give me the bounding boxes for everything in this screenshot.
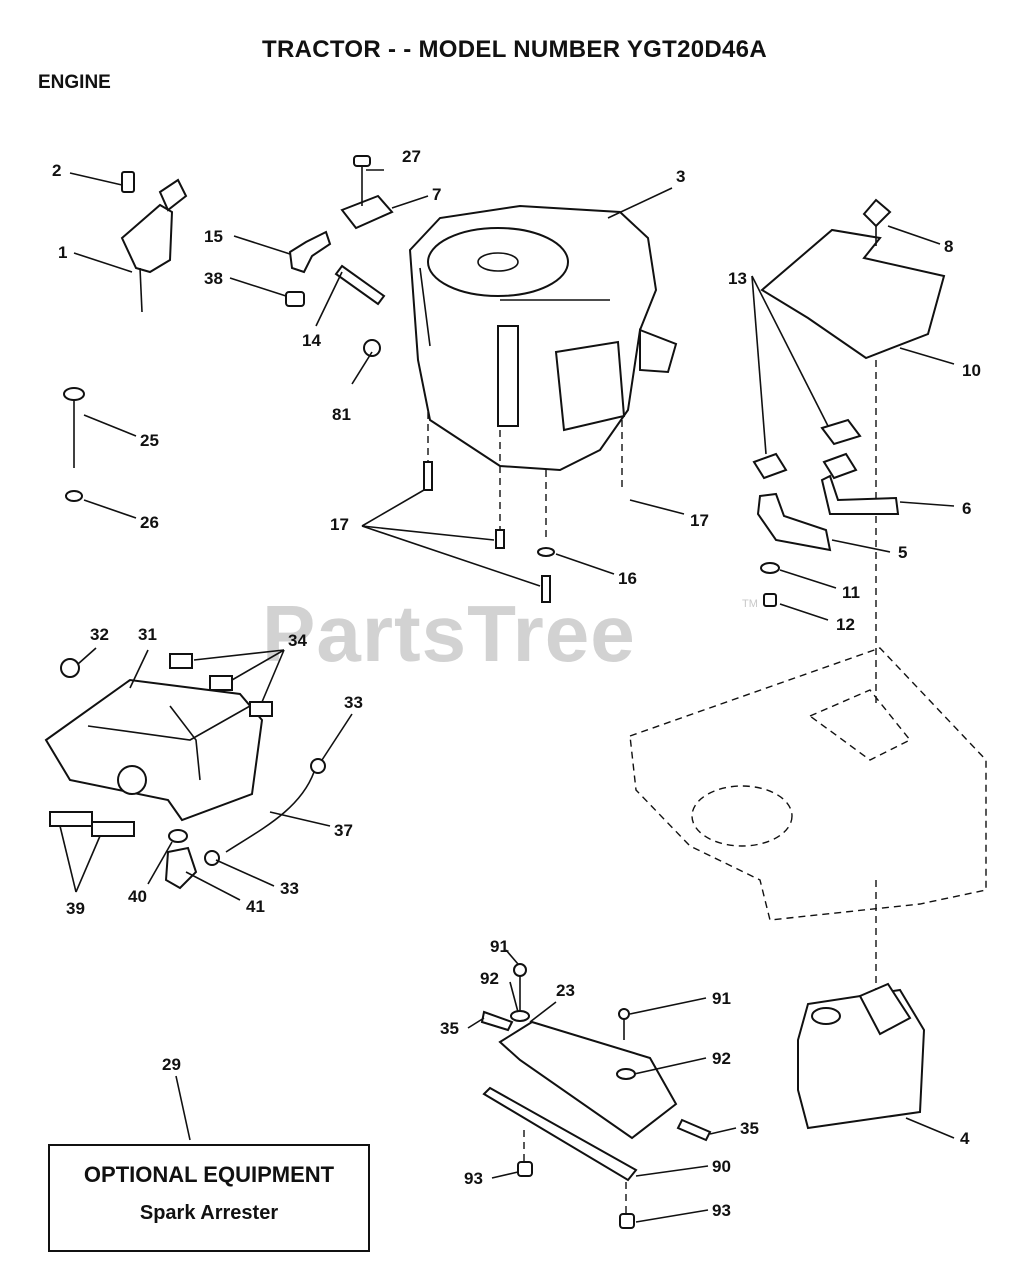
- callout-93-left: 93: [464, 1169, 483, 1188]
- callout-35-left: 35: [440, 1019, 459, 1038]
- callout-12: 12: [836, 615, 855, 634]
- callout-17-right: 17: [690, 511, 709, 530]
- callout-41: 41: [246, 897, 265, 916]
- callout-33-top: 33: [344, 693, 363, 712]
- callout-8: 8: [944, 237, 953, 256]
- callout-14: 14: [302, 331, 321, 350]
- callout-7: 7: [432, 185, 441, 204]
- callout-32: 32: [90, 625, 109, 644]
- callout-3: 3: [676, 167, 685, 186]
- callout-91-right: 91: [712, 989, 731, 1008]
- callout-33-bottom: 33: [280, 879, 299, 898]
- callout-23: 23: [556, 981, 575, 1000]
- callout-13: 13: [728, 269, 747, 288]
- throttle-control-part[interactable]: [120, 171, 188, 313]
- callout-40: 40: [128, 887, 147, 906]
- callout-37: 37: [334, 821, 353, 840]
- callout-1: 1: [58, 243, 67, 262]
- callout-10: 10: [962, 361, 981, 380]
- callout-31: 31: [138, 625, 157, 644]
- spark-arrester-label[interactable]: Spark Arrester: [139, 1202, 279, 1224]
- diagram-title: TRACTOR - - MODEL NUMBER YGT20D46A: [262, 36, 767, 63]
- callout-11: 11: [842, 583, 860, 602]
- callout-29: 29: [162, 1055, 181, 1074]
- deflector-plate-part[interactable]: [760, 198, 946, 706]
- dipstick-part[interactable]: [63, 387, 85, 502]
- callout-90: 90: [712, 1157, 731, 1176]
- callout-6: 6: [962, 499, 971, 518]
- engine-part[interactable]: [408, 204, 678, 472]
- callout-39: 39: [66, 899, 85, 918]
- skid-plate-part[interactable]: [480, 963, 712, 1229]
- optional-equipment-title: OPTIONAL EQUIPMENT: [83, 1162, 335, 1187]
- callout-81: 81: [332, 405, 351, 424]
- callout-27: 27: [402, 147, 421, 166]
- fuel-fittings-part[interactable]: [285, 155, 394, 357]
- callout-5: 5: [898, 543, 907, 562]
- watermark-tm: TM: [742, 598, 758, 610]
- callout-34: 34: [288, 631, 307, 650]
- callout-16: 16: [618, 569, 637, 588]
- callout-2: 2: [52, 161, 61, 180]
- exhaust-pipes-part[interactable]: [752, 418, 900, 607]
- callout-35-right: 35: [740, 1119, 759, 1138]
- callout-26: 26: [140, 513, 159, 532]
- callout-38: 38: [204, 269, 223, 288]
- callout-15: 15: [204, 227, 223, 246]
- optional-equipment-box: OPTIONAL EQUIPMENT Spark Arrester: [48, 1144, 370, 1252]
- callout-92-right: 92: [712, 1049, 731, 1068]
- callout-17-left: 17: [330, 515, 349, 534]
- callout-92-left: 92: [480, 969, 499, 988]
- callout-91-top: 91: [490, 937, 509, 956]
- air-filter-assembly-part[interactable]: [44, 653, 326, 890]
- callout-25: 25: [140, 431, 159, 450]
- watermark-brand: PartsTree: [262, 589, 636, 678]
- tractor-frame-reference: [629, 647, 987, 921]
- callout-4: 4: [960, 1129, 970, 1148]
- engine-bolts-part[interactable]: [423, 412, 623, 603]
- section-label: ENGINE: [38, 72, 111, 93]
- callout-93-right: 93: [712, 1201, 731, 1220]
- muffler-part[interactable]: [797, 880, 926, 1130]
